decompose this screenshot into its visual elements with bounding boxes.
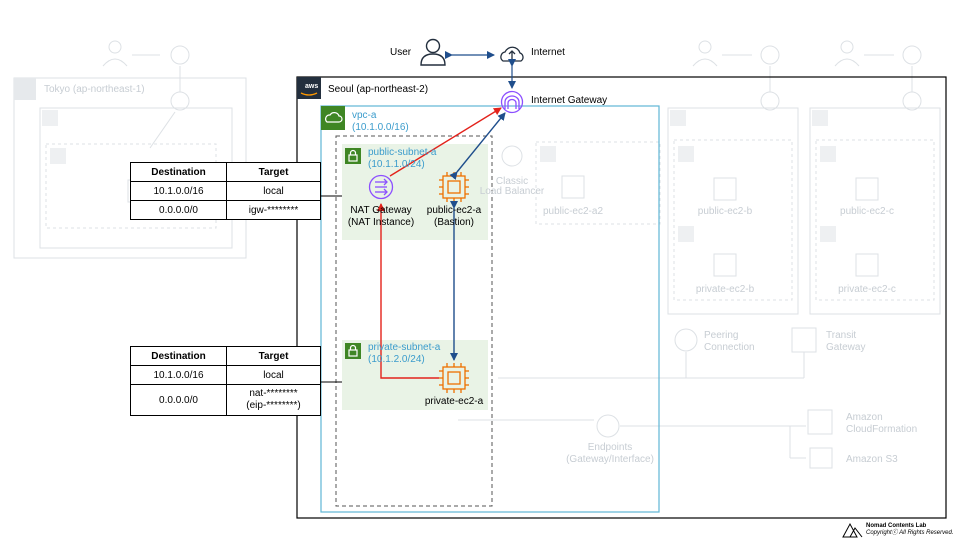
ghost-cloudformation-label: Amazon: [846, 412, 883, 423]
availability-zone-box: [335, 135, 493, 507]
vpc-box: [320, 105, 660, 513]
public-route-table: Destination Target 10.1.0.0/16 local 0.0…: [130, 162, 321, 220]
ghost-peering-label: Peering: [704, 330, 739, 341]
region-label: Seoul (ap-northeast-2): [328, 84, 429, 95]
destination-cell: 0.0.0.0/0: [130, 200, 227, 220]
ghost-private-ec2-b-label: private-ec2-b: [695, 284, 755, 295]
table-row: 10.1.0.0/16 local: [130, 181, 321, 201]
destination-cell: 10.1.0.0/16: [130, 365, 227, 385]
aws-logo-text: aws: [305, 83, 319, 90]
ghost-vpc-b: [667, 107, 799, 315]
target-cell: igw-********: [226, 200, 321, 220]
internet-gateway-icon: [500, 90, 524, 114]
ghost-background: [13, 40, 941, 469]
table-row: 0.0.0.0/0 igw-********: [130, 200, 321, 220]
target-cell: local: [226, 365, 321, 385]
target-header: Target: [226, 162, 321, 182]
table-row: 0.0.0.0/0 nat-******** (eip-********): [130, 384, 321, 416]
lock-icon: [348, 344, 358, 357]
target-header: Target: [226, 346, 321, 366]
footer-brand: Nomad Contents Lab: [866, 523, 927, 529]
vpc-name-label: vpc-a: [352, 110, 377, 121]
footer-copyright: Copyrightⓒ All Rights Reserved.: [866, 530, 954, 536]
nat-gateway-icon: [368, 174, 394, 200]
ghost-tokyo-label: Tokyo (ap-northeast-1): [44, 84, 145, 95]
ghost-classic-lb-label: Classic: [495, 176, 529, 187]
private-subnet-name-label: private-subnet-a: [368, 342, 441, 353]
internet-gateway-label: Internet Gateway: [531, 95, 608, 106]
ghost-s3-label: Amazon S3: [846, 454, 898, 465]
region-box: [296, 76, 947, 519]
table-header-row: Destination Target: [130, 346, 321, 366]
user-icon: [420, 38, 446, 66]
cloud-icon: [325, 112, 343, 123]
destination-cell: 0.0.0.0/0: [130, 384, 227, 416]
private-to-nat-path: [377, 203, 439, 379]
ghost-endpoints-label-2: (Gateway/Interface): [566, 454, 654, 465]
destination-header: Destination: [130, 162, 227, 182]
internet-cloud-icon: [500, 46, 524, 62]
private-subnet-box: [342, 340, 488, 410]
table-header-row: Destination Target: [130, 162, 321, 182]
nomad-logo-icon: [842, 522, 863, 538]
ghost-endpoints-label: Endpoints: [587, 442, 633, 453]
internet-label: Internet: [531, 47, 565, 58]
ghost-cloudformation-label-2: CloudFormation: [846, 424, 918, 435]
target-cell: nat-******** (eip-********): [226, 384, 321, 416]
target-cell: local: [226, 181, 321, 201]
target-nat-text: nat-********: [249, 388, 298, 399]
bastion-igw-path: [449, 112, 506, 180]
table-row: 10.1.0.0/16 local: [130, 365, 321, 385]
destination-header: Destination: [130, 346, 227, 366]
ghost-vpc-c: [809, 107, 941, 315]
destination-cell: 10.1.0.0/16: [130, 181, 227, 201]
target-eip-text: (eip-********): [246, 400, 301, 411]
vpc-badge: [321, 106, 345, 130]
lock-icon: [348, 149, 358, 162]
ghost-public-ec2-a2-label: public-ec2-a2: [542, 206, 604, 217]
ghost-transit-label-2: Gateway: [826, 342, 866, 353]
ghost-public-ec2-c-label: public-ec2-c: [840, 206, 894, 217]
ghost-public-ec2-b-label: public-ec2-b: [697, 206, 753, 217]
public-ec2-label: public-ec2-a: [426, 205, 482, 216]
nat-gateway-label: NAT Gateway: [350, 205, 412, 216]
private-route-table: Destination Target 10.1.0.0/16 local 0.0…: [130, 346, 321, 416]
ghost-transit-label: Transit: [826, 330, 857, 341]
nat-instance-label: (NAT Instance): [347, 217, 415, 228]
public-subnet-cidr-label: (10.1.1.0/24): [368, 159, 425, 170]
vpc-cidr-label: (10.1.0.0/16): [352, 122, 409, 133]
public-subnet-name-label: public-subnet-a: [368, 147, 437, 158]
footer-credit: Nomad Contents Lab Copyrightⓒ All Rights…: [866, 523, 953, 537]
ghost-classic-lb-label-2: Load Balancer: [479, 186, 545, 197]
private-ec2-label: private-ec2-a: [424, 396, 484, 407]
user-label: User: [390, 47, 412, 58]
ghost-peering-label-2: Connection: [704, 342, 755, 353]
ghost-private-ec2-c-label: private-ec2-c: [838, 284, 896, 295]
private-subnet-cidr-label: (10.1.2.0/24): [368, 354, 425, 365]
bastion-label: (Bastion): [433, 217, 475, 228]
ec2-chip-icon: [439, 363, 469, 393]
